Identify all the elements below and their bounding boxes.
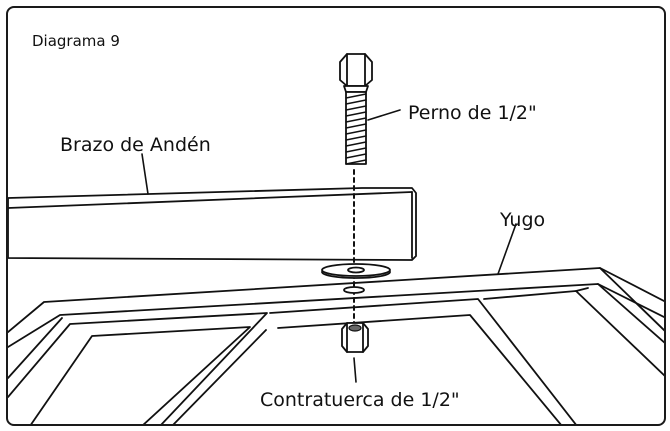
yoke-label: Yugo — [500, 209, 546, 231]
lock-nut — [341, 322, 369, 353]
bolt-label: Perno de 1/2" — [408, 102, 537, 124]
platform-arm — [8, 187, 417, 261]
washer — [321, 263, 391, 279]
lock-nut-label: Contratuerca de 1/2" — [260, 389, 460, 411]
yoke — [8, 267, 664, 424]
bolt-threads — [345, 93, 367, 165]
leader-lines — [141, 109, 517, 383]
assembly-drawing — [8, 53, 664, 424]
bolt — [339, 53, 373, 165]
diagram-frame: Diagrama 9 Perno de 1/2" Brazo de Andén … — [6, 6, 666, 426]
diagram-title: Diagrama 9 — [32, 32, 120, 50]
platform-arm-label: Brazo de Andén — [60, 134, 211, 156]
